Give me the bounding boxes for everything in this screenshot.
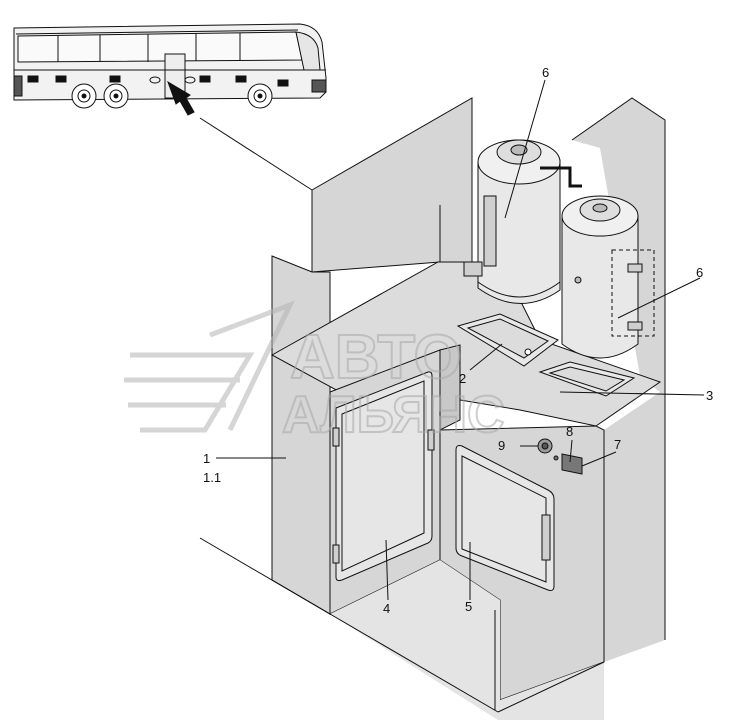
back-wall — [311, 97, 473, 273]
water-boiler-small — [561, 195, 655, 359]
leader-lines — [216, 79, 705, 601]
callout-5: 5 — [465, 599, 473, 614]
callout-6-right: 6 — [696, 265, 704, 280]
callout-6-upper: 6 — [542, 65, 550, 80]
callout-1: 1 — [203, 451, 211, 466]
right-upper-wall — [572, 98, 665, 662]
watermark-logo-icon — [124, 300, 295, 433]
bus-wheels — [71, 83, 273, 109]
bus-locator-illustration — [13, 23, 327, 116]
cabinet-corner-recess — [439, 344, 461, 431]
callout-9: 9 — [498, 438, 506, 453]
door-left-latch — [427, 429, 435, 451]
location-arrow — [167, 80, 195, 116]
watermark-text-line1: АВТО — [290, 323, 462, 392]
bus-windscreen — [295, 31, 321, 71]
switch-block-7[interactable] — [561, 453, 583, 475]
water-boiler-large — [463, 139, 582, 304]
door-left-hinge-bottom — [332, 544, 340, 564]
control-elements — [537, 438, 583, 475]
watermark: АВТО АЛЬЯНС — [124, 300, 506, 445]
callout-7: 7 — [614, 437, 622, 452]
callout-4: 4 — [383, 601, 391, 616]
door-left-hinge-top — [332, 427, 340, 447]
door-left[interactable] — [335, 371, 433, 582]
watermark-text-line2: АЛЬЯНС — [282, 386, 505, 444]
callout-1-1: 1.1 — [203, 470, 222, 485]
callout-8: 8 — [566, 424, 574, 439]
door-right[interactable] — [455, 445, 555, 591]
sinks — [456, 313, 636, 397]
bus-windows — [17, 31, 303, 63]
door-right-latch — [541, 514, 551, 561]
floor — [330, 560, 604, 720]
bus-roofline — [15, 29, 299, 35]
callout-3: 3 — [706, 388, 714, 403]
indicator-lamp-8 — [553, 455, 559, 461]
cabinet-doors — [332, 371, 555, 591]
callout-2: 2 — [459, 371, 467, 386]
